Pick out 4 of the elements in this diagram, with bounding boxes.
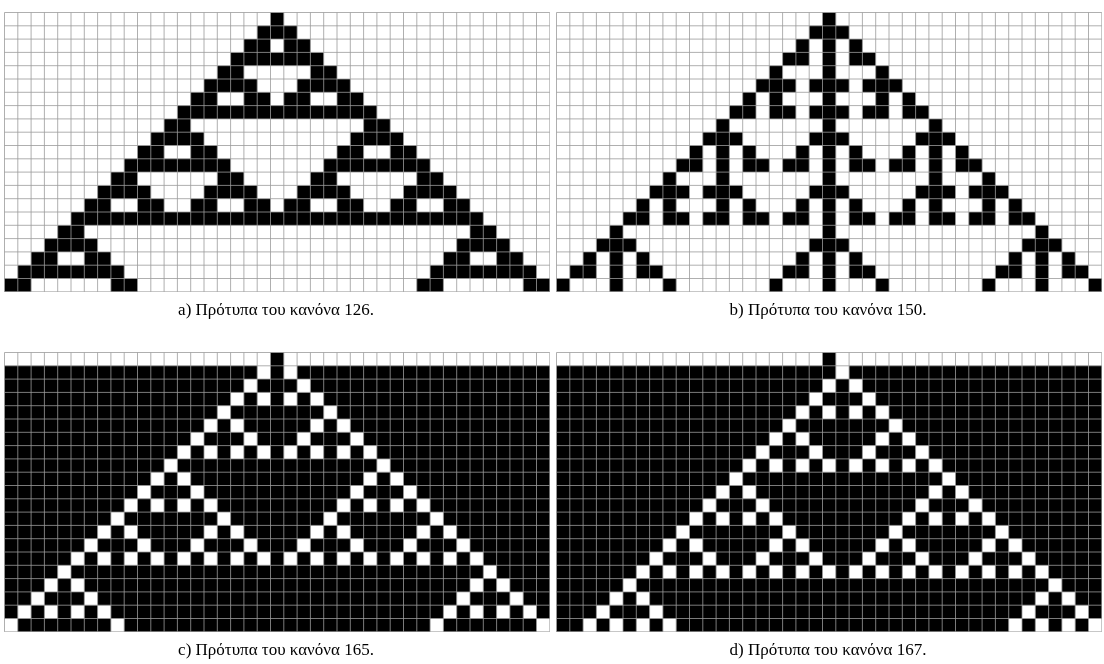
figure-caption: c) Πρότυπα του κανόνα 165. — [178, 640, 374, 660]
figure-caption: b) Πρότυπα του κανόνα 150. — [729, 300, 927, 320]
figure-caption: d) Πρότυπα του κανόνα 167. — [729, 640, 927, 660]
figure-caption: a) Πρότυπα του κανόνα 126. — [178, 300, 374, 320]
